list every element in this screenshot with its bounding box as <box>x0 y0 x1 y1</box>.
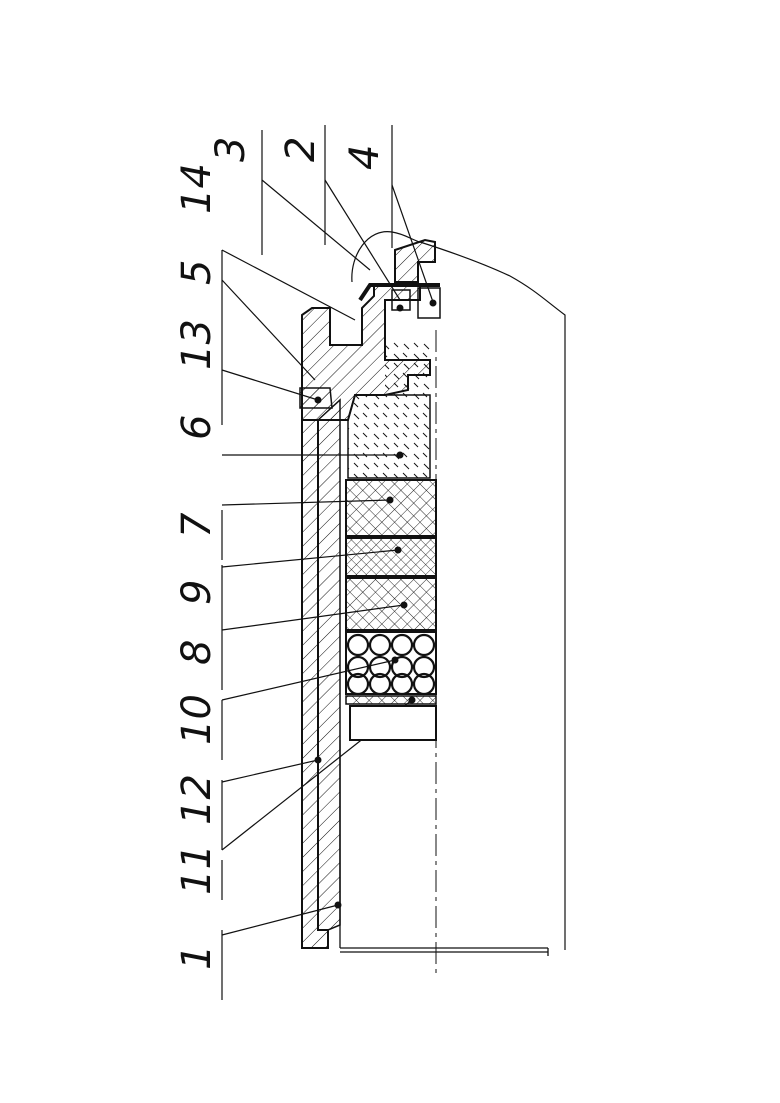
inner-bore <box>340 740 548 956</box>
callout-14: 14 <box>174 163 220 214</box>
callout-1: 1 <box>174 945 220 970</box>
granule-block <box>346 632 436 694</box>
callout-11: 11 <box>174 844 220 895</box>
callout-2: 2 <box>278 137 324 162</box>
callout-6: 6 <box>174 415 220 440</box>
callout-8: 8 <box>174 640 220 665</box>
end-plate <box>346 696 436 740</box>
callout-10: 10 <box>174 694 220 745</box>
callout-13: 13 <box>174 319 220 370</box>
housing-tube <box>302 400 340 948</box>
callout-7: 7 <box>174 512 220 538</box>
callout-12: 12 <box>174 774 220 825</box>
callout-9: 9 <box>174 580 220 605</box>
callout-4: 4 <box>342 145 388 170</box>
callout-3: 3 <box>208 137 254 162</box>
callout-5: 5 <box>174 260 220 285</box>
